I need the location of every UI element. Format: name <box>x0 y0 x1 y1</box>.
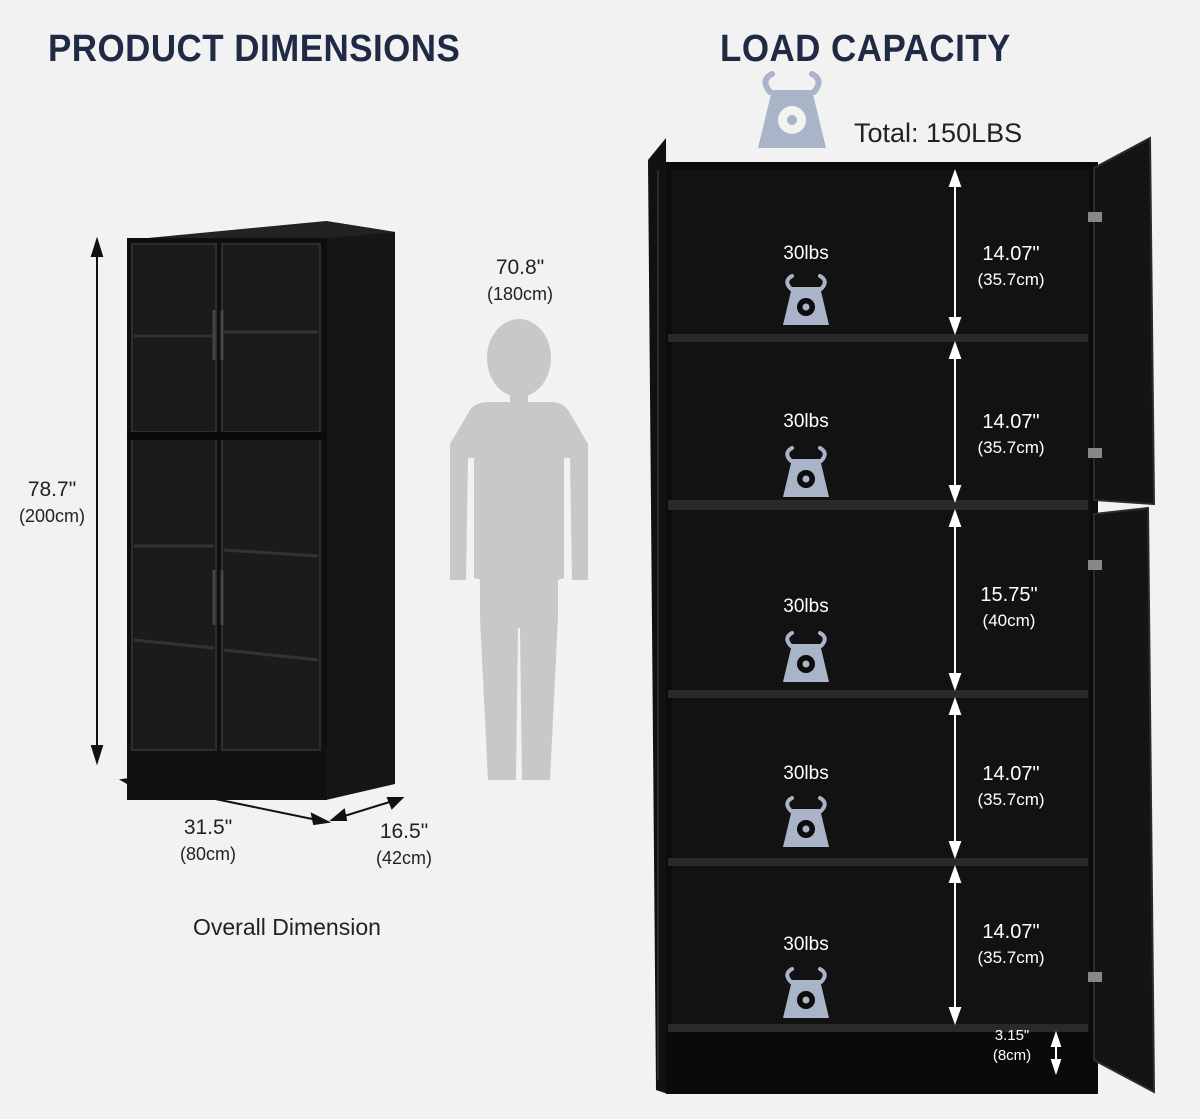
shelf-1-height-inches: 14.07" <box>982 243 1040 265</box>
overall-dimension-caption: Overall Dimension <box>193 914 381 940</box>
person-silhouette-icon <box>450 319 588 780</box>
shelf-1-scale-icon <box>783 274 829 325</box>
shelf-1-height-label: 14.07" (35.7cm) <box>966 240 1056 292</box>
width-inches: 31.5" <box>183 816 233 839</box>
depth-cm: (42cm) <box>375 848 432 868</box>
shelf-3-height-inches: 15.75" <box>980 584 1038 606</box>
shelf-1-load: 30lbs <box>783 243 829 264</box>
shelf-3-height-label: 15.75" (40cm) <box>966 581 1052 633</box>
shelf-3-height-cm: (40cm) <box>982 611 1036 630</box>
shelf-2-height-inches: 14.07" <box>982 411 1040 433</box>
base-height-label: 3.15" (8cm) <box>980 1026 1044 1066</box>
width-cm: (80cm) <box>179 844 236 864</box>
shelf-4-height-label: 14.07" (35.7cm) <box>966 760 1056 812</box>
base-height-inches: 3.15" <box>994 1027 1030 1044</box>
height-dimension-label: 78.7" (200cm) <box>4 476 100 528</box>
shelf-5-scale-icon <box>783 967 829 1018</box>
shelf-5-load: 30lbs <box>783 934 829 955</box>
load-capacity-title: LOAD CAPACITY <box>720 28 1011 70</box>
shelf-5-height-label: 14.07" (35.7cm) <box>966 918 1056 970</box>
product-dimensions-title: PRODUCT DIMENSIONS <box>48 28 461 70</box>
shelf-3-scale-icon <box>783 631 829 682</box>
shelf-5-height-cm: (35.7cm) <box>977 948 1045 967</box>
base-height-cm: (8cm) <box>992 1047 1032 1064</box>
shelf-2-scale-icon <box>783 446 829 497</box>
depth-dimension-label: 16.5" (42cm) <box>356 818 452 870</box>
shelf-2-height-cm: (35.7cm) <box>977 438 1045 457</box>
person-height-cm: (180cm) <box>486 284 553 304</box>
width-dimension-label: 31.5" (80cm) <box>160 814 256 866</box>
depth-inches: 16.5" <box>379 820 429 843</box>
shelf-2-load: 30lbs <box>783 411 829 432</box>
shelf-2-height-label: 14.07" (35.7cm) <box>966 408 1056 460</box>
shelf-5-height-inches: 14.07" <box>982 921 1040 943</box>
shelf-4-load: 30lbs <box>783 763 829 784</box>
shelf-1-height-cm: (35.7cm) <box>977 270 1045 289</box>
shelf-4-height-cm: (35.7cm) <box>977 790 1045 809</box>
person-height-inches: 70.8" <box>495 256 545 279</box>
shelf-4-height-inches: 14.07" <box>982 763 1040 785</box>
person-height-label: 70.8" (180cm) <box>470 254 570 306</box>
scale-icon <box>758 71 826 148</box>
shelf-3-load: 30lbs <box>783 596 829 617</box>
total-load-label: Total: 150LBS <box>854 118 1023 148</box>
shelf-4-scale-icon <box>783 796 829 847</box>
height-inches: 78.7" <box>27 478 77 501</box>
height-cm: (200cm) <box>18 506 85 526</box>
